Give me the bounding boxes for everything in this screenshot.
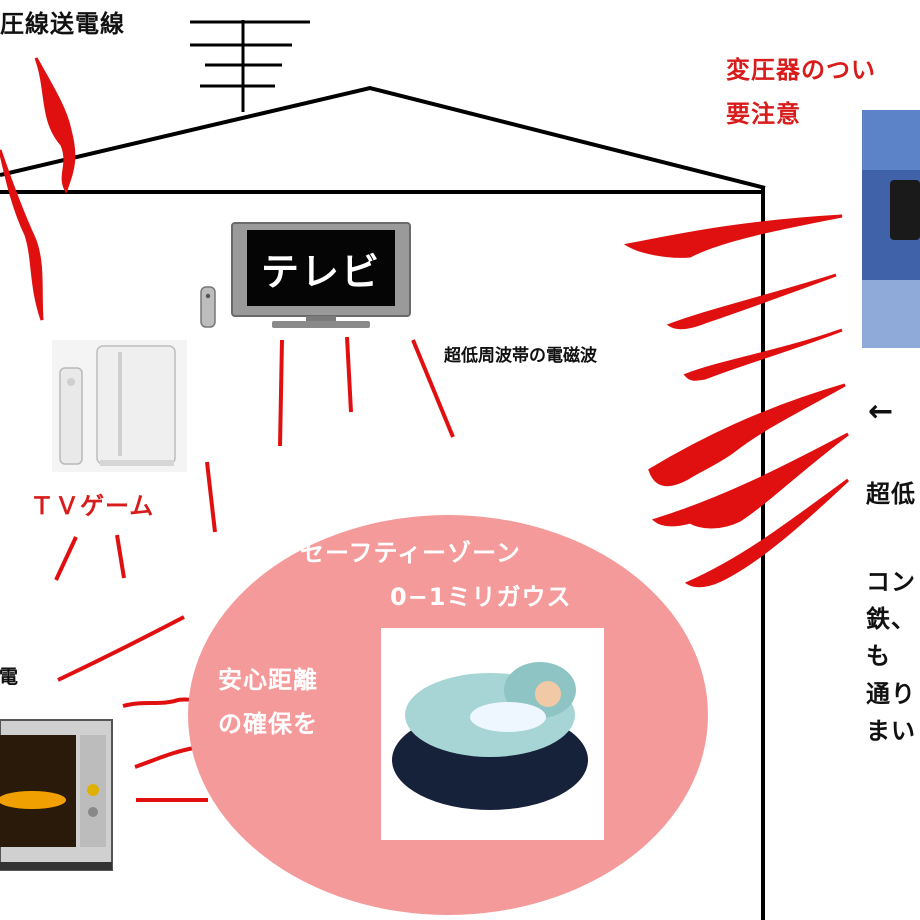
tv-radiation-lines [278,336,455,447]
right-text-line: も [866,642,891,671]
tv-remote-icon [200,286,216,328]
appliances-label: 家電 [0,666,19,688]
tv-screen-label: テレビ [260,250,381,294]
right-text-line: 通り [866,679,916,708]
right-text-line: コン [866,568,916,596]
tv-antenna-icon [190,20,310,112]
tv-game-label: ＴＶゲーム [30,492,155,520]
right-side-text: コン 鉄、 も 通り まい [866,564,916,750]
arrow-left-icon: ← [868,394,895,429]
transformer-warning-line2: 要注意 [726,100,801,128]
utility-pole-transformer-photo [862,110,920,348]
game-console-icon [52,340,187,472]
right-text-line: まい [866,716,916,745]
power-line-label: 圧線送電線 [0,10,125,38]
transformer-warning-line1: 変圧器のつい [726,56,876,84]
right-text-line: 鉄、 [866,605,916,634]
power-line-wave-marks [0,57,76,321]
flat-tv-icon [231,222,411,328]
transformer-wave-marks [623,214,850,588]
baby-bean-bag-photo [381,628,604,840]
game-radiation-lines [54,461,217,581]
safe-zone-title: セーフティーゾーン [300,539,521,567]
safe-distance-line1: 安心距離 [218,666,318,694]
safe-distance-line2: の確保を [218,710,318,738]
safe-zone-range: 0−1ミリガウス [390,583,572,611]
right-cut-label: 超低 [866,480,916,508]
elf-waves-label: 超低周波帯の電磁波 [444,346,597,366]
microwave-oven-icon [0,719,113,871]
